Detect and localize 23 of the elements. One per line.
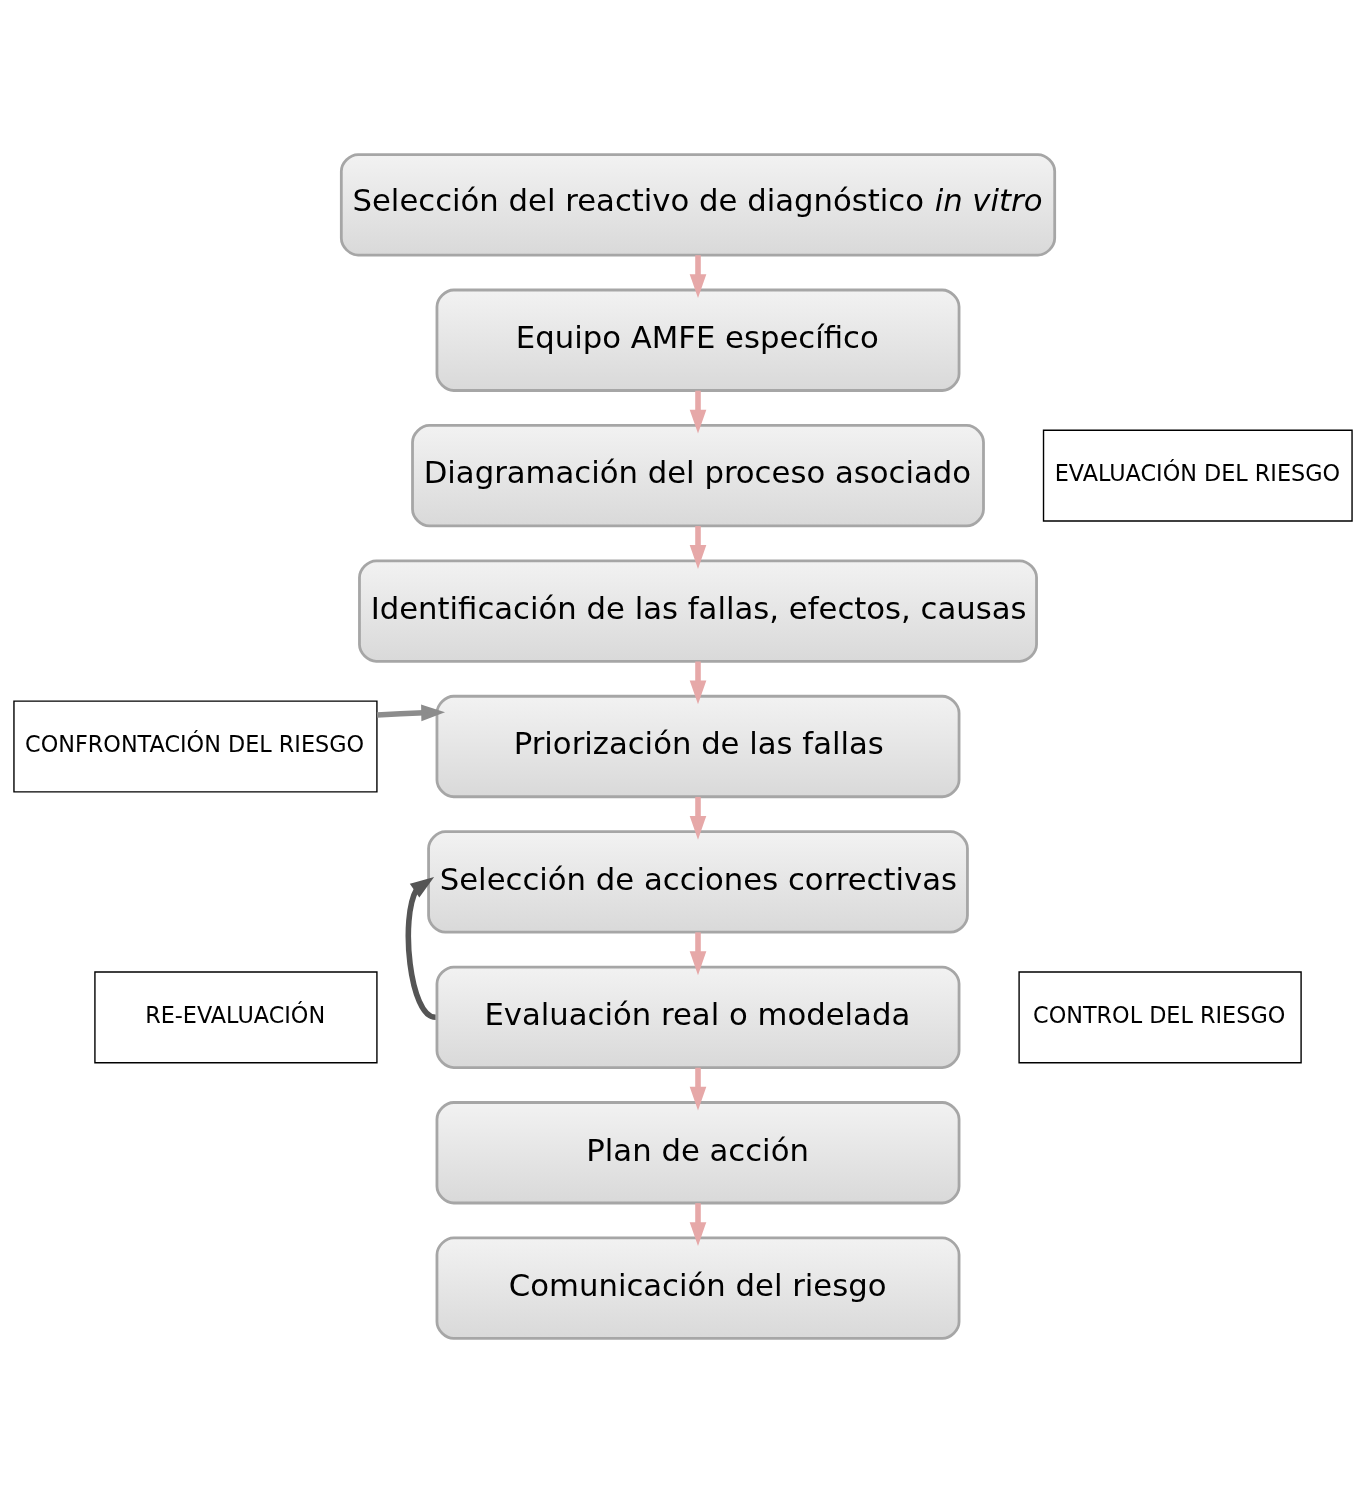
arrow — [689, 1067, 707, 1111]
node-box: Diagramación del proceso asociado — [411, 423, 985, 527]
arrow — [689, 254, 707, 298]
node-box: RE-EVALUACIÓN — [94, 970, 378, 1063]
arrow — [689, 931, 707, 975]
arrow — [689, 1202, 707, 1246]
node-box: EVALUACIÓN DEL RIESGO — [1042, 429, 1353, 522]
node-box: Comunicación del riesgo — [435, 1236, 961, 1340]
arrow — [689, 796, 707, 840]
arrow — [689, 661, 707, 704]
node-box: Priorización de las fallas — [435, 694, 961, 798]
node-box: Plan de acción — [435, 1100, 961, 1204]
node-box: Equipo AMFE específico — [435, 288, 961, 392]
arrow — [405, 876, 437, 1020]
arrow — [376, 703, 446, 721]
node-box: Evaluación real o modelada — [435, 965, 961, 1069]
node-box: Selección del reactivo de diagnóstico in vitro — [339, 152, 1057, 256]
node-box: Identificación de las fallas, efectos, causas — [358, 558, 1038, 663]
node-box: Selección de acciones correctivas — [427, 829, 969, 934]
arrow — [689, 390, 707, 433]
arrow — [689, 525, 707, 569]
node-box: CONFRONTACIÓN DEL RIESGO — [13, 699, 378, 793]
node-box: CONTROL DEL RIESGO — [1018, 970, 1302, 1063]
